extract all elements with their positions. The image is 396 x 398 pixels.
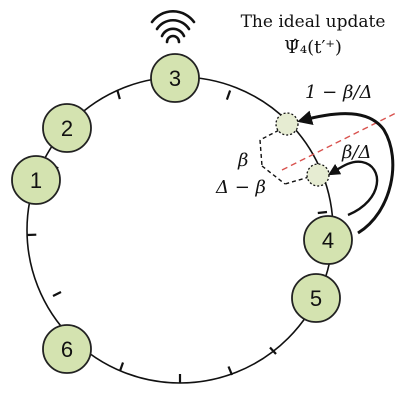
title-line1: The ideal update <box>241 12 386 32</box>
node-1-label: 1 <box>30 168 42 193</box>
tick <box>269 346 277 355</box>
reference-dashed-line <box>281 112 396 171</box>
node-3: 3 <box>150 53 200 103</box>
tick <box>225 90 232 100</box>
node-4: 4 <box>303 215 353 265</box>
node-2-label: 2 <box>61 116 73 141</box>
tick <box>317 210 328 215</box>
ideal-position-ghost <box>275 112 299 136</box>
large-update-arrow <box>297 110 395 235</box>
title-line2: Ψ̂₄(t′⁺) <box>284 37 342 58</box>
node-2: 2 <box>42 103 92 153</box>
node-5-label: 5 <box>310 286 322 311</box>
beta-label: β <box>237 150 248 171</box>
node-5: 5 <box>291 273 341 323</box>
node-1: 1 <box>11 155 61 205</box>
tick <box>118 362 125 372</box>
distance-bracket <box>259 126 317 185</box>
arc-large-label: 1 − β/Δ <box>305 82 372 103</box>
node-3-label: 3 <box>169 66 181 91</box>
tick <box>227 366 234 376</box>
node-6: 6 <box>42 324 92 374</box>
circle-ticks <box>26 89 328 383</box>
tick <box>116 89 121 100</box>
node-6-label: 6 <box>61 337 73 362</box>
small-update-arrow <box>327 160 379 217</box>
tick <box>52 291 62 297</box>
node-4-label: 4 <box>322 228 334 253</box>
arc-small-label: β/Δ <box>341 142 371 163</box>
delta-minus-beta-label: Δ − β <box>215 177 266 198</box>
intermediate-position-ghost <box>306 163 330 187</box>
wifi-signal-icon <box>150 10 196 44</box>
